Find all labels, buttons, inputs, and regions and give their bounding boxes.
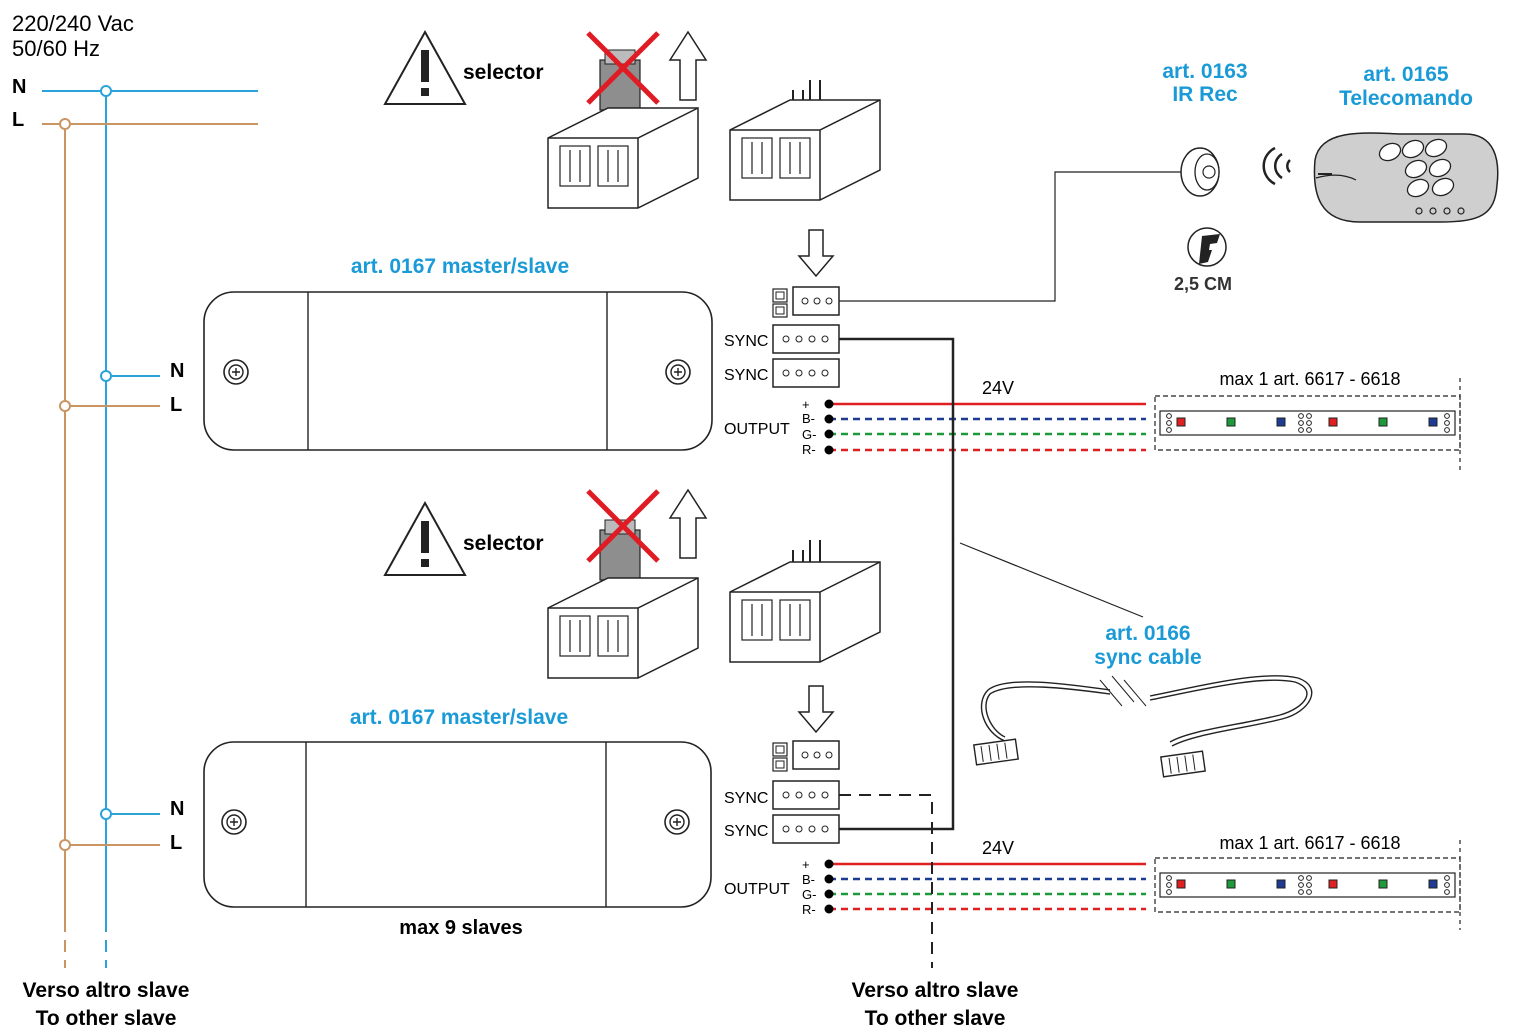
screw-icon <box>223 359 249 385</box>
unit-2-n-label: N <box>170 798 184 820</box>
connector-with-jumper <box>547 577 699 679</box>
sync-wiring <box>839 337 1144 968</box>
output-label: OUTPUT <box>724 421 790 438</box>
ir-port <box>772 740 840 772</box>
remote-buttons <box>1378 138 1455 198</box>
sync-cable-art: art. 0166 <box>1105 622 1190 645</box>
output-wires-1 <box>824 399 1146 455</box>
led-strip-2 <box>1154 857 1461 913</box>
remote-name: Telecomando <box>1339 87 1473 110</box>
footer-right-line2: To other slave <box>865 1007 1006 1030</box>
screw-icon <box>221 809 247 835</box>
unit-1-body <box>203 291 713 451</box>
ir-receiver-art: art. 0163 <box>1162 60 1247 83</box>
unit-1-title: art. 0167 master/slave <box>351 255 569 278</box>
drill-size-icon <box>1187 227 1227 267</box>
pin-r: R- <box>802 442 816 457</box>
ir-receiver-name: IR Rec <box>1172 83 1238 106</box>
voltage-label: 24V <box>982 838 1014 858</box>
sync-port-2 <box>772 814 840 844</box>
sync-port-2 <box>772 358 840 388</box>
sync-label-1: SYNC <box>724 790 768 807</box>
unit-1-l-label: L <box>170 394 182 416</box>
cable-connector-icon <box>1160 750 1206 778</box>
led-strip-1 <box>1154 395 1461 451</box>
footer-right-line1: Verso altro slave <box>852 979 1019 1002</box>
drill-size-label: 2,5 CM <box>1174 274 1232 294</box>
supply-n-label: N <box>12 76 26 98</box>
mains-supply: 220/240 Vac 50/60 Hz N L <box>12 11 258 968</box>
screw-icon <box>665 359 691 385</box>
sync-label-1: SYNC <box>724 333 768 350</box>
pin-b: B- <box>802 872 815 887</box>
down-arrow-icon <box>798 229 834 277</box>
jumper-removed <box>588 33 658 125</box>
controller-unit-2: art. 0167 master/slave N L max 9 slaves … <box>170 706 1461 939</box>
strip-label: max 1 art. 6617 - 6618 <box>1219 833 1400 853</box>
pin-g: G- <box>802 887 816 902</box>
warning-icon <box>384 502 466 576</box>
footer-left-line2: To other slave <box>36 1007 177 1030</box>
sync-label-2: SYNC <box>724 367 768 384</box>
output-label: OUTPUT <box>724 881 790 898</box>
strip-label: max 1 art. 6617 - 6618 <box>1219 369 1400 389</box>
unit-2-body <box>203 741 712 908</box>
sync-cable-name: sync cable <box>1094 646 1201 669</box>
sync-label-2: SYNC <box>724 823 768 840</box>
ir-port <box>772 286 840 318</box>
remote-body <box>1313 132 1499 223</box>
supply-frequency: 50/60 Hz <box>12 36 100 61</box>
live-wire <box>42 118 258 968</box>
max-slaves-note: max 9 slaves <box>399 917 522 939</box>
selector-group-bottom: selector <box>384 489 881 733</box>
pin-r: R- <box>802 902 816 917</box>
pin-b: B- <box>802 411 815 426</box>
signal-waves-icon <box>1262 146 1291 186</box>
output-wires-2 <box>824 859 1146 914</box>
voltage-label: 24V <box>982 378 1014 398</box>
warning-icon <box>384 31 466 105</box>
pin-g: G- <box>802 427 816 442</box>
unit-1-n-label: N <box>170 360 184 382</box>
remote-art: art. 0165 <box>1363 63 1449 86</box>
up-arrow-icon <box>669 31 707 101</box>
screw-icon <box>664 809 690 835</box>
ir-receiver: art. 0163 IR Rec 2,5 CM <box>1162 60 1247 294</box>
unit-2-l-label: L <box>170 832 182 854</box>
cable-connector-icon <box>973 738 1019 766</box>
footer-left-line1: Verso altro slave <box>23 979 190 1002</box>
connector-with-jumper <box>547 107 699 209</box>
supply-l-label: L <box>12 109 24 131</box>
jumper-removed <box>588 491 658 595</box>
connector-open-pins <box>729 540 881 663</box>
sync-port-1 <box>772 324 840 354</box>
up-arrow-icon <box>669 489 707 559</box>
selector-group-top: selector <box>384 31 881 277</box>
ir-cable <box>839 171 1182 302</box>
pin-plus: + <box>802 857 810 872</box>
sync-port-1 <box>772 780 840 810</box>
pin-plus: + <box>802 397 810 412</box>
sync-cable: art. 0166 sync cable <box>973 622 1313 778</box>
selector-label: selector <box>463 532 544 555</box>
connector-open-pins <box>729 80 881 201</box>
selector-label: selector <box>463 61 544 84</box>
remote-control: art. 0165 Telecomando <box>1262 63 1499 223</box>
down-arrow-icon <box>798 685 834 733</box>
unit-2-title: art. 0167 master/slave <box>350 706 568 729</box>
supply-voltage: 220/240 Vac <box>12 11 134 36</box>
neutral-wire <box>42 85 258 968</box>
controller-unit-1: art. 0167 master/slave N L SYNC SYNC OUT… <box>170 255 1461 470</box>
